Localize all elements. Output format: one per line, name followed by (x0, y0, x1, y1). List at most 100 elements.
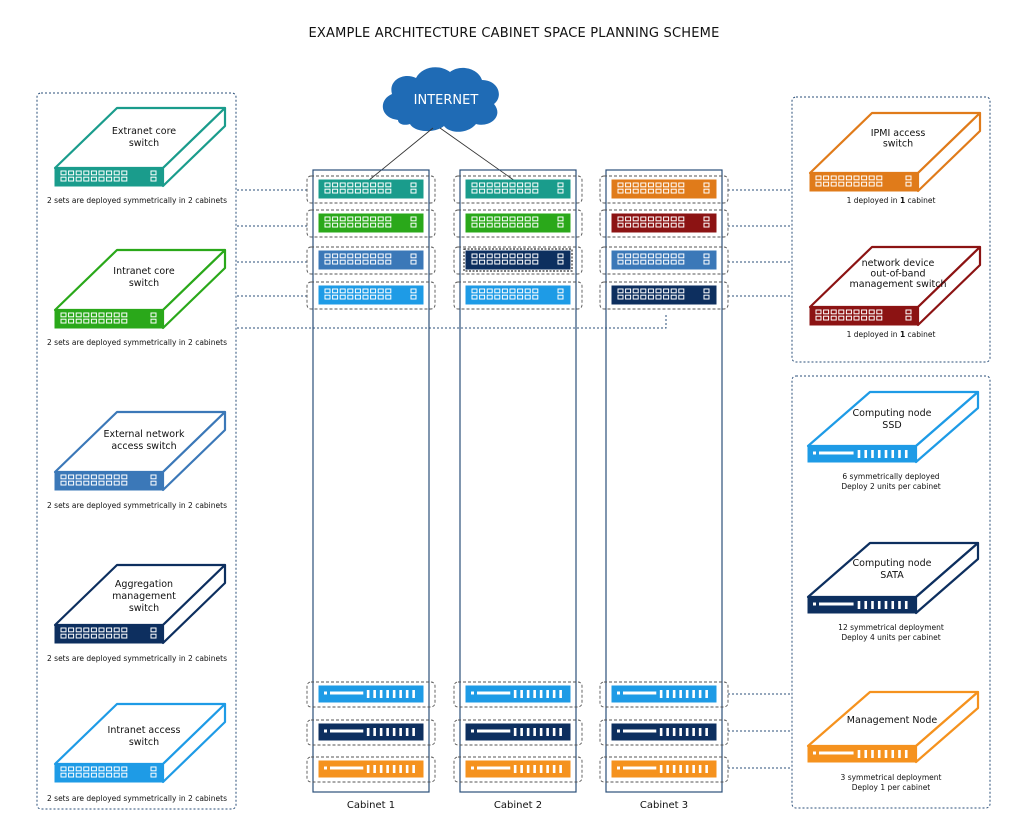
node-name-line: Computing node (853, 558, 932, 569)
isometric-switch-front (809, 172, 919, 192)
isometric-server-front (807, 745, 917, 763)
deployment-note: 12 symmetrical deployment (838, 623, 944, 632)
device-name-line: switch (129, 603, 159, 614)
cabinet-label: Cabinet 2 (494, 800, 542, 811)
node-name-line: SATA (880, 570, 904, 581)
cabinet-label: Cabinet 3 (640, 800, 688, 811)
isometric-switch (53, 410, 227, 492)
isometric-switch (808, 245, 982, 327)
cabinet-server-amber (611, 760, 717, 778)
cabinet-switch-orange (611, 179, 717, 199)
cabinet-switch-teal (318, 179, 424, 199)
internet-cloud: INTERNET (382, 67, 499, 132)
deployment-note: 2 sets are deployed symmetrically in 2 c… (47, 338, 227, 347)
cabinet-switch-light_blue (465, 285, 571, 305)
cabinet-2: Cabinet 2 (453, 169, 583, 811)
cabinet-1: Cabinet 1 (306, 169, 436, 811)
note-part: cabinet (905, 330, 935, 339)
deployment-note: 2 sets are deployed symmetrically in 2 c… (47, 654, 227, 663)
note-part: 1 (900, 330, 905, 339)
cabinet-server-light_blue (318, 685, 424, 703)
deployment-note: Deploy 1 per cabinet (852, 783, 931, 792)
note-part: 1 deployed in (847, 196, 900, 205)
device-name-line: switch (883, 139, 913, 150)
cabinet-switch-blue (318, 250, 424, 270)
cabinet-switch-green (465, 213, 571, 233)
deployment-note: 2 sets are deployed symmetrically in 2 c… (47, 196, 227, 205)
device-name-line: Aggregation (115, 579, 173, 590)
cabinet-switch-light_blue (318, 285, 424, 305)
isometric-switch (808, 111, 982, 193)
cabinet-switch-navy (611, 285, 717, 305)
isometric-switch-front (809, 306, 919, 326)
node-name-line: Computing node (853, 408, 932, 419)
device-name-line: management switch (850, 279, 947, 290)
right-node-panel-frame (791, 375, 991, 809)
device-name-line: switch (129, 138, 159, 149)
node-name-line: SSD (882, 420, 901, 431)
cabinet-switch-navy (465, 250, 571, 270)
isometric-switch-front (54, 471, 164, 491)
isometric-server-front (807, 445, 917, 463)
right-node-3: Management Node 3 symmetrical deploymentD… (806, 690, 980, 792)
isometric-switch (53, 106, 227, 188)
deployment-note: 3 symmetrical deployment (841, 773, 942, 782)
cabinet-server-navy (611, 723, 717, 741)
cabinet-server-amber (318, 760, 424, 778)
isometric-server (806, 690, 980, 764)
cabinet-server-light_blue (465, 685, 571, 703)
cabinet-switch-green (318, 213, 424, 233)
cabinet-server-amber (465, 760, 571, 778)
cabinet-server-light_blue (611, 685, 717, 703)
isometric-switch (53, 563, 227, 645)
device-name-line: Intranet access (108, 725, 181, 736)
isometric-switch-front (54, 624, 164, 644)
isometric-switch-front (54, 167, 164, 187)
note-part: 1 deployed in (847, 330, 900, 339)
cabinet-label: Cabinet 1 (347, 800, 395, 811)
connection-lines (237, 127, 792, 769)
isometric-switch (53, 702, 227, 784)
cabinet-server-navy (318, 723, 424, 741)
deployment-note: Deploy 4 units per cabinet (841, 633, 940, 642)
internet-label: INTERNET (414, 93, 479, 108)
note-part: 1 (900, 196, 905, 205)
note-part: cabinet (905, 196, 935, 205)
deployment-note: 1 deployed in 1 cabinet (847, 196, 936, 205)
device-name-line: access switch (111, 441, 176, 452)
cabinets: Cabinet 1 Cabinet 2 Cabinet 3 (306, 169, 729, 811)
deployment-note: 2 sets are deployed symmetrically in 2 c… (47, 794, 227, 803)
isometric-server (806, 541, 980, 615)
deployment-note: 6 symmetrically deployed (842, 472, 939, 481)
cabinet-switch-blue (611, 250, 717, 270)
diagram-title: EXAMPLE ARCHITECTURE CABINET SPACE PLANN… (308, 26, 719, 41)
isometric-server-front (807, 596, 917, 614)
isometric-switch-front (54, 763, 164, 783)
cabinet-switch-teal (465, 179, 571, 199)
cabinet-3: Cabinet 3 (599, 169, 729, 811)
deployment-note: 2 sets are deployed symmetrically in 2 c… (47, 501, 227, 510)
isometric-switch-front (54, 309, 164, 329)
device-name-line: out-of-band (870, 269, 925, 280)
device-name-line: Intranet core (113, 266, 175, 277)
device-name-line: Extranet core (112, 126, 176, 137)
device-name-line: IPMI access (871, 128, 926, 139)
device-name-line: switch (129, 737, 159, 748)
device-name-line: network device (862, 258, 935, 269)
node-name-line: Management Node (847, 715, 938, 726)
device-name-line: External network (103, 429, 185, 440)
device-name-line: switch (129, 278, 159, 289)
isometric-switch (53, 248, 227, 330)
cabinet-switch-dark_red (611, 213, 717, 233)
deployment-note: Deploy 2 units per cabinet (841, 482, 940, 491)
